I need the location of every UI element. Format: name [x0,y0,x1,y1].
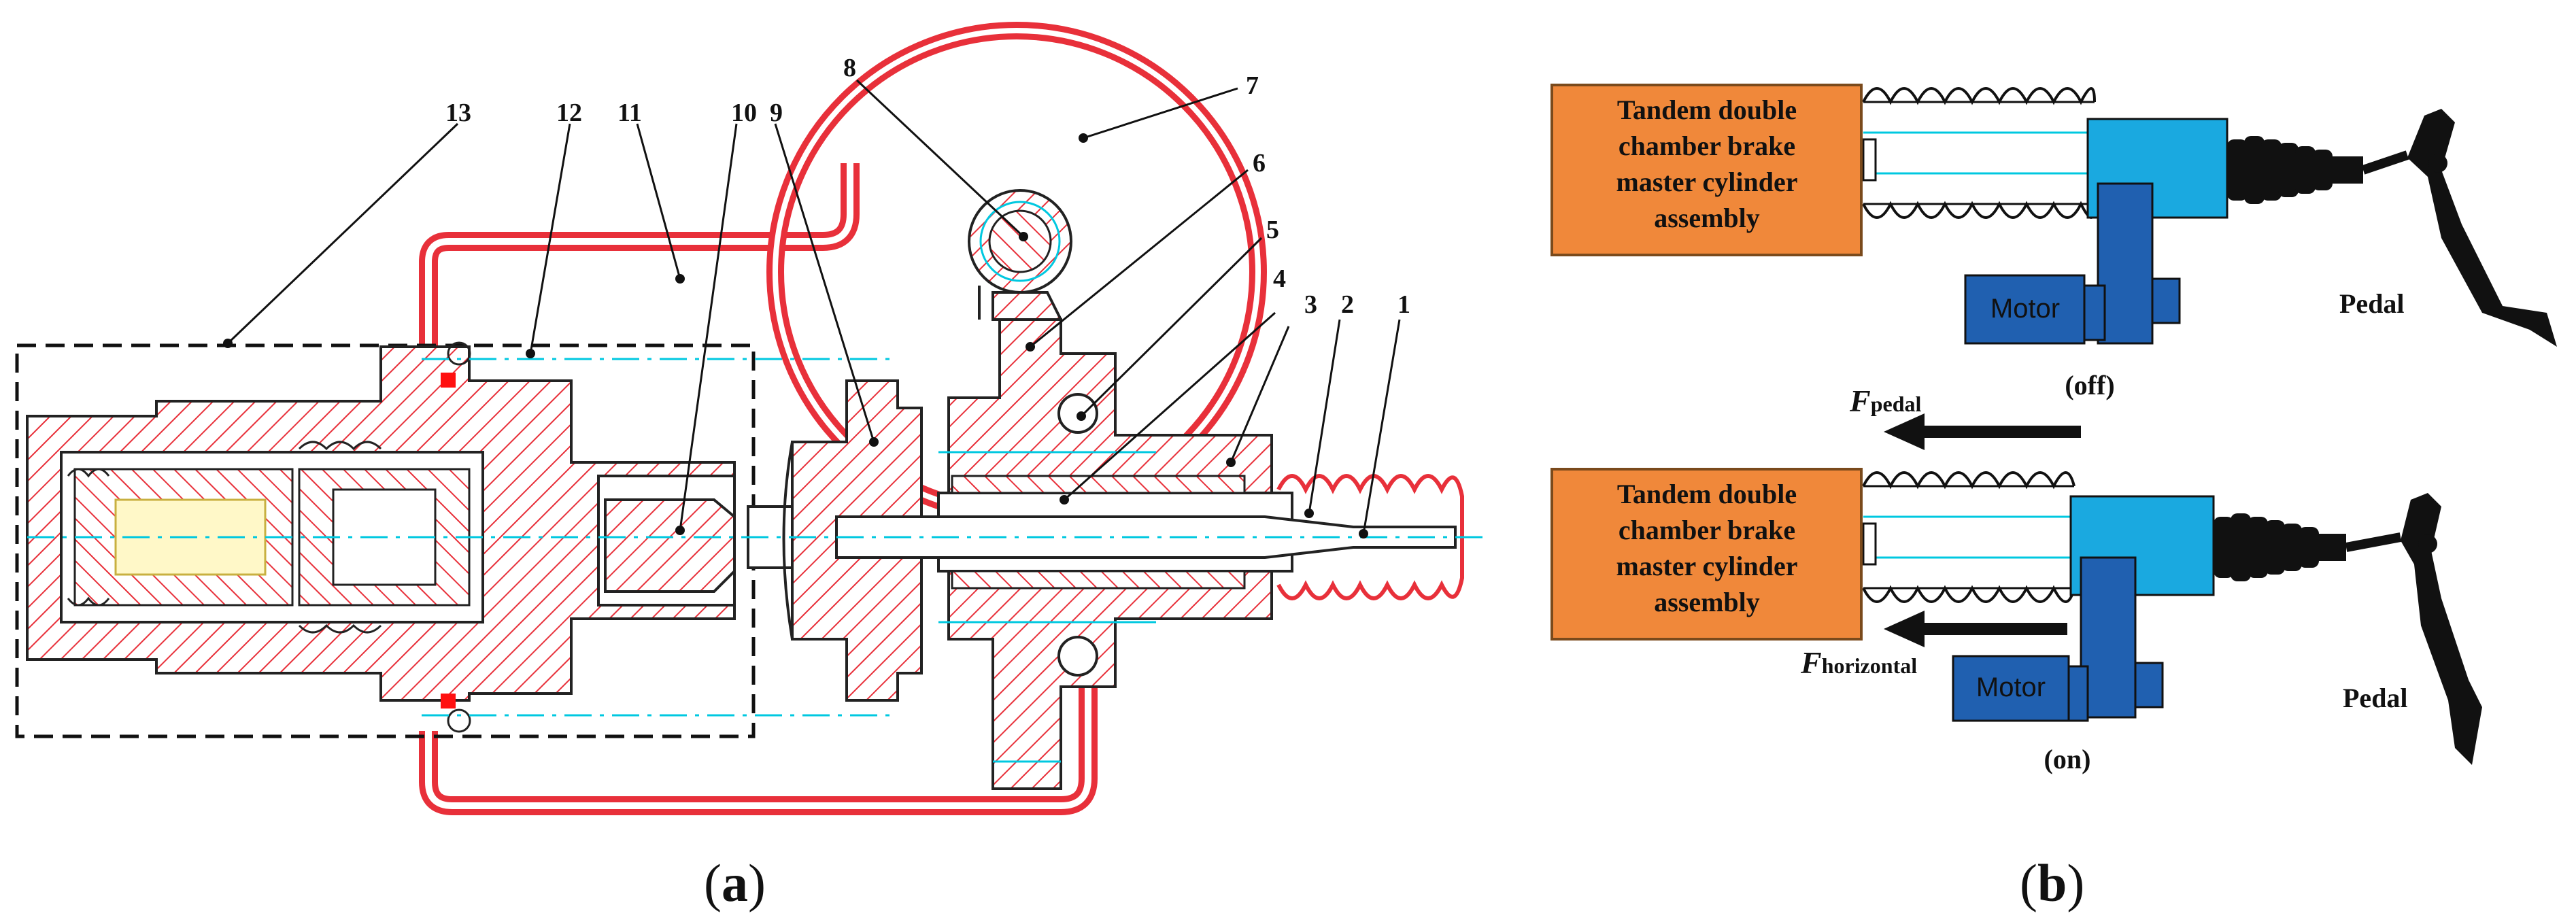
caption-a: (a) [704,853,766,912]
part-number-2: 2 [1341,290,1354,319]
motor-lever-top [2097,182,2154,345]
bellows-bottom [2214,513,2346,581]
part-number-4: 4 [1273,264,1286,293]
pedal-label-top: Pedal [2339,288,2405,319]
panel-b-on-state: Fpedal Tandem double chamber brake maste… [1550,383,2482,774]
spring-top [1862,87,2096,219]
force-horizontal-label: Fhorizontal [1800,645,1917,680]
pedal-top [2407,109,2557,347]
push-rod-10 [604,498,736,593]
box-bottom-line-4: assembly [1654,587,1760,617]
part-number-8: 8 [843,54,856,82]
bellows-top [2227,136,2363,204]
part-number-1: 1 [1397,290,1410,319]
part-number-7: 7 [1246,71,1259,100]
box-bottom-line-2: chamber brake [1619,515,1795,545]
part-number-6: 6 [1253,149,1266,177]
motor-label-bottom: Motor [1976,672,2046,702]
seal-top [441,373,456,388]
box-bottom-line-1: Tandem double [1617,479,1797,509]
part-number-11: 11 [617,99,642,127]
motor-label-top: Motor [1990,294,2060,324]
panel-b-off-state: Tandem double chamber brake master cylin… [1550,84,2557,400]
state-label-on: (on) [2044,744,2091,774]
box-top-line-3: master cylinder [1616,167,1798,197]
pedal-label-bottom: Pedal [2343,683,2408,713]
master-cylinder-box-top [1550,84,1863,256]
motor-box-top [1964,274,2086,345]
pedal-bottom [2401,493,2482,765]
box-top-line-1: Tandem double [1617,95,1797,125]
part-number-12: 12 [556,99,582,127]
part-number-5: 5 [1266,216,1279,244]
spring-bottom [1862,471,2075,603]
box-bottom-line-3: master cylinder [1616,551,1798,581]
master-cylinder-box-bottom [1550,468,1863,641]
state-label-off: (off) [2065,370,2114,400]
seal-bottom [441,694,456,708]
part-number-9: 9 [770,99,783,127]
part-number-13: 13 [445,99,471,127]
panel-a-drawing: 13 12 11 10 9 8 7 6 5 4 3 2 1 (a) [15,22,1482,912]
part-number-10: 10 [731,99,757,127]
lever-arm-6 [992,291,1064,321]
panel-b-drawing: Tandem double chamber brake master cylin… [1550,84,2557,912]
box-top-line-4: assembly [1654,203,1760,233]
motor-box-bottom [1952,655,2070,722]
caption-b: (b) [2020,853,2084,912]
box-top-line-2: chamber brake [1619,131,1795,161]
motor-lever-bottom [2080,556,2137,719]
force-pedal-label: Fpedal [1849,383,1921,418]
part-number-3: 3 [1304,290,1317,319]
